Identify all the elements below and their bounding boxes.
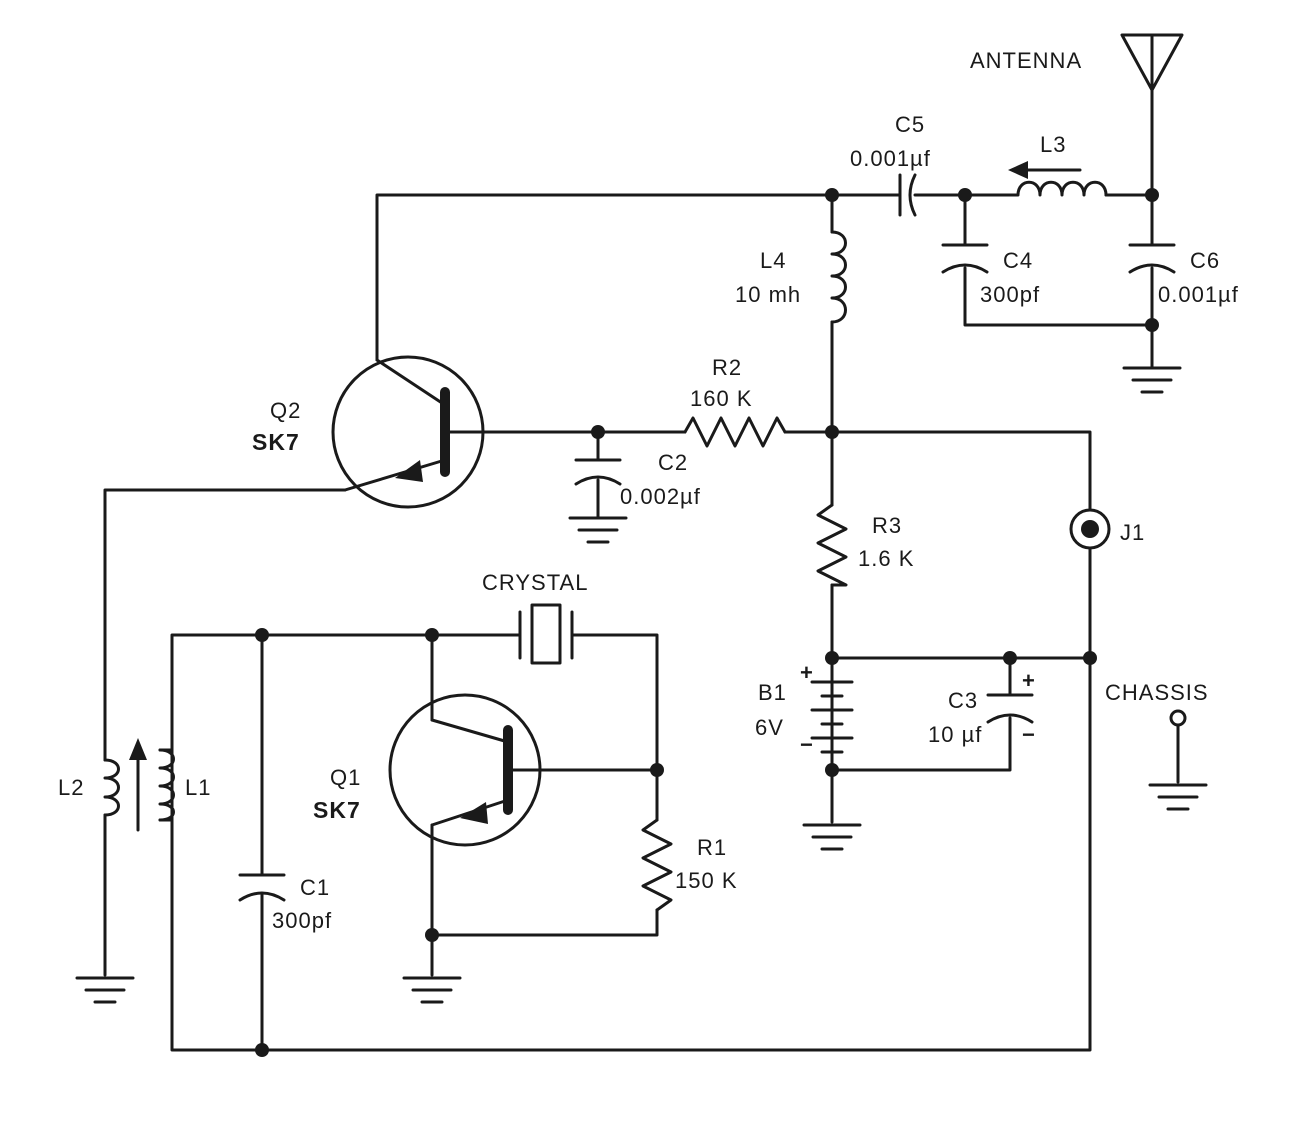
l2-ref: L2 xyxy=(58,775,84,800)
junction-dot xyxy=(1003,651,1017,665)
capacitor-c5: C5 0.001µf xyxy=(850,112,931,217)
resistor-r3: R3 1.6 K xyxy=(816,503,914,587)
r3-value: 1.6 K xyxy=(858,546,914,571)
b1-plus-sign: + xyxy=(800,660,813,685)
antenna-symbol: ANTENNA xyxy=(970,33,1184,92)
crystal-x1: CRYSTAL xyxy=(482,570,588,665)
c2-ref: C2 xyxy=(658,450,688,475)
resistor-r2: R2 160 K xyxy=(683,355,787,448)
c1-value: 300pf xyxy=(272,908,332,933)
chassis-symbol: CHASSIS xyxy=(1105,680,1209,811)
emitter-arrow-icon xyxy=(460,802,488,824)
ground-icon xyxy=(75,976,135,1004)
resistor-r1: R1 150 K xyxy=(641,818,738,912)
c4-ref: C4 xyxy=(1003,248,1033,273)
junction-dot xyxy=(958,188,972,202)
junction-dot xyxy=(591,425,605,439)
capacitor-c1: C1 300pf xyxy=(238,873,332,933)
r3-ref: R3 xyxy=(872,513,902,538)
junction-dot xyxy=(825,188,839,202)
c2-value: 0.002µf xyxy=(620,484,701,509)
emitter-arrow-icon xyxy=(395,460,423,482)
ground-icon xyxy=(402,976,462,1004)
capacitor-c3: + − C3 10 µf xyxy=(928,668,1035,747)
c5-value: 0.001µf xyxy=(850,146,931,171)
q1-type: SK7 xyxy=(313,797,361,823)
tuning-slug-icon xyxy=(129,738,147,832)
inductor-l3: L3 xyxy=(1008,132,1108,197)
inductor-l2: L2 xyxy=(58,758,120,817)
c3-value: 10 µf xyxy=(928,722,982,747)
junction-dot xyxy=(1145,188,1159,202)
capacitor-c6: C6 0.001µf xyxy=(1128,243,1239,307)
junction-dot xyxy=(1145,318,1159,332)
ground-icon xyxy=(1122,363,1182,394)
capacitor-c4: C4 300pf xyxy=(941,243,1040,307)
r2-ref: R2 xyxy=(712,355,742,380)
c4-value: 300pf xyxy=(980,282,1040,307)
q2-type: SK7 xyxy=(252,429,300,455)
junction-dot xyxy=(255,628,269,642)
chassis-label: CHASSIS xyxy=(1105,680,1209,705)
l3-ref: L3 xyxy=(1040,132,1066,157)
c6-ref: C6 xyxy=(1190,248,1220,273)
c6-value: 0.001µf xyxy=(1158,282,1239,307)
junction-dot xyxy=(255,1043,269,1057)
q2-ref: Q2 xyxy=(270,398,301,423)
ground-icon xyxy=(802,823,862,851)
battery-b1: + − B1 6V xyxy=(755,656,854,772)
c3-minus-sign: − xyxy=(1022,722,1035,747)
antenna-label: ANTENNA xyxy=(970,48,1082,73)
c1-ref: C1 xyxy=(300,875,330,900)
q1-ref: Q1 xyxy=(330,765,361,790)
b1-value: 6V xyxy=(755,715,784,740)
b1-ref: B1 xyxy=(758,680,787,705)
inductor-l4: L4 10 mh xyxy=(735,230,847,324)
crystal-label: CRYSTAL xyxy=(482,570,588,595)
c3-plus-sign: + xyxy=(1022,668,1035,693)
junction-dot xyxy=(825,425,839,439)
j1-ref: J1 xyxy=(1120,520,1145,545)
wires xyxy=(103,88,1180,1052)
transistor-q2: Q2 SK7 xyxy=(252,355,485,509)
b1-minus-sign: − xyxy=(800,732,813,757)
r1-value: 150 K xyxy=(675,868,738,893)
jack-j1: J1 xyxy=(1069,508,1145,550)
junction-dot xyxy=(650,763,664,777)
l1-ref: L1 xyxy=(185,775,211,800)
junction-dot xyxy=(425,628,439,642)
arrow-left-icon xyxy=(1008,161,1028,179)
r2-value: 160 K xyxy=(690,386,753,411)
ground-icon xyxy=(568,516,628,544)
c3-ref: C3 xyxy=(948,688,978,713)
junction-dot xyxy=(1083,651,1097,665)
c5-ref: C5 xyxy=(895,112,925,137)
inductor-l1: L1 xyxy=(158,748,211,822)
l4-value: 10 mh xyxy=(735,282,801,307)
r1-ref: R1 xyxy=(697,835,727,860)
junction-dots xyxy=(255,188,1159,1057)
transistor-q1: Q1 SK7 xyxy=(313,693,542,847)
junction-dot xyxy=(425,928,439,942)
capacitor-c2: C2 0.002µf xyxy=(574,450,701,509)
l4-ref: L4 xyxy=(760,248,786,273)
